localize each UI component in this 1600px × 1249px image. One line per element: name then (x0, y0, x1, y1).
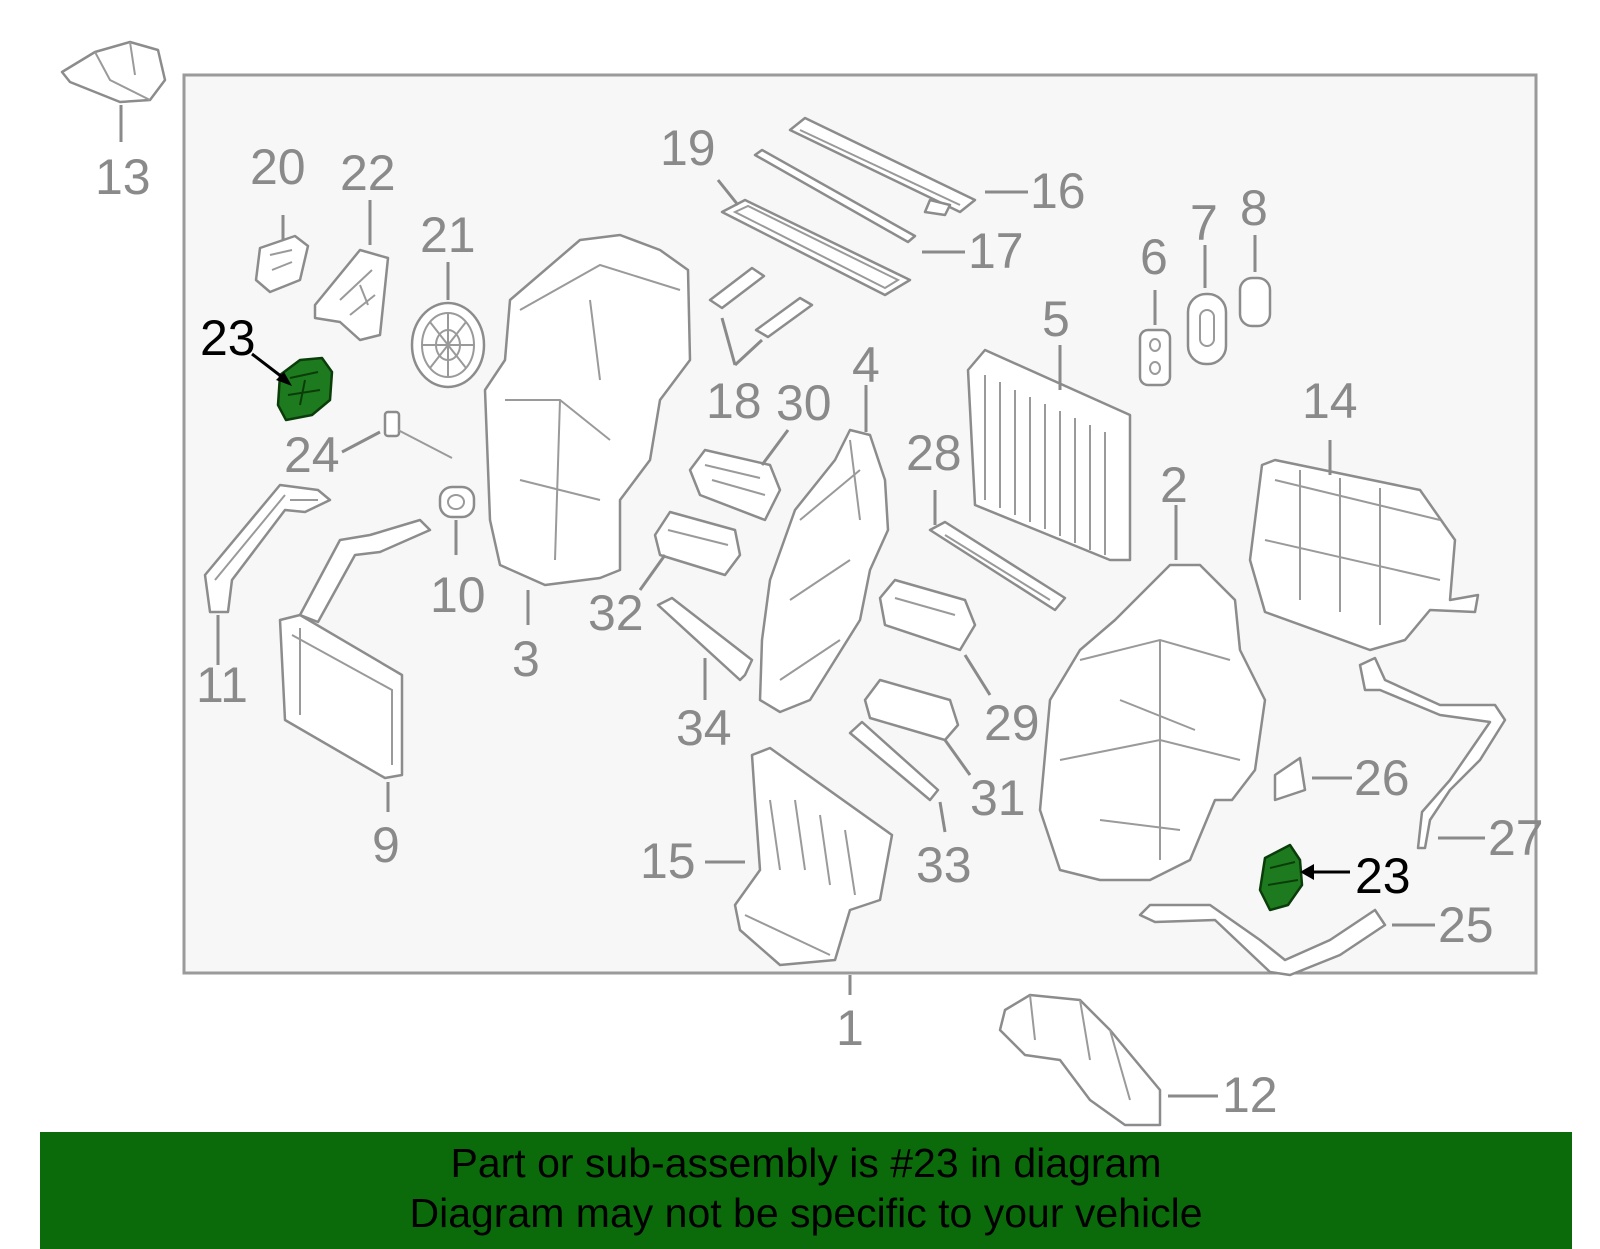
part-25[interactable] (1138, 903, 1387, 977)
callout-17[interactable]: 17 (968, 223, 1024, 279)
part-9[interactable] (278, 518, 432, 780)
part-10[interactable] (438, 485, 476, 519)
part-23-left[interactable] (276, 356, 334, 422)
part-12[interactable] (998, 993, 1162, 1127)
part-32[interactable] (653, 510, 742, 577)
callout-24[interactable]: 24 (284, 427, 340, 483)
callout-7[interactable]: 7 (1190, 195, 1218, 251)
part-15[interactable] (733, 746, 894, 967)
part-24[interactable] (383, 410, 453, 459)
callout-4[interactable]: 4 (852, 337, 880, 393)
callout-19[interactable]: 19 (660, 120, 716, 176)
part-28[interactable] (928, 520, 1067, 612)
part-14[interactable] (1248, 458, 1480, 652)
callout-3[interactable]: 3 (512, 631, 540, 687)
part-29[interactable] (878, 578, 977, 652)
part-4[interactable] (758, 428, 890, 714)
callout-6[interactable]: 6 (1140, 229, 1168, 285)
callout-23-right[interactable]: 23 (1355, 848, 1411, 904)
part-18[interactable] (708, 266, 814, 339)
callout-14[interactable]: 14 (1302, 373, 1358, 429)
callout-1[interactable]: 1 (836, 1000, 864, 1056)
callout-33[interactable]: 33 (916, 837, 972, 893)
callout-5[interactable]: 5 (1042, 291, 1070, 347)
callout-8[interactable]: 8 (1240, 180, 1268, 236)
part-3[interactable] (483, 233, 692, 587)
callout-9[interactable]: 9 (372, 817, 400, 873)
part-2[interactable] (1038, 563, 1267, 882)
callout-31[interactable]: 31 (970, 770, 1026, 826)
part-6[interactable] (1138, 328, 1172, 387)
part-23-right[interactable] (1258, 843, 1304, 912)
callout-16[interactable]: 16 (1030, 163, 1086, 219)
callout-20[interactable]: 20 (250, 139, 306, 195)
callout-30[interactable]: 30 (776, 375, 832, 431)
part-11[interactable] (203, 483, 332, 614)
part-27[interactable] (1358, 656, 1507, 850)
part-8[interactable] (1238, 276, 1272, 328)
callout-28[interactable]: 28 (906, 425, 962, 481)
callout-22[interactable]: 22 (340, 145, 396, 201)
part-33[interactable] (848, 720, 940, 802)
part-30[interactable] (688, 448, 782, 522)
callout-18[interactable]: 18 (706, 373, 762, 429)
callout-34[interactable]: 34 (676, 700, 732, 756)
info-banner: Part or sub-assembly is #23 in diagram D… (40, 1132, 1572, 1249)
part-22[interactable] (313, 248, 390, 342)
callout-29[interactable]: 29 (984, 695, 1040, 751)
callout-15[interactable]: 15 (640, 833, 696, 889)
banner-line-part: Part or sub-assembly is #23 in diagram (450, 1140, 1162, 1186)
part-34[interactable] (656, 596, 754, 682)
part-21[interactable] (410, 301, 486, 389)
part-26[interactable] (1273, 756, 1307, 802)
part-5[interactable] (966, 348, 1132, 562)
callout-2[interactable]: 2 (1160, 457, 1188, 513)
callout-26[interactable]: 26 (1354, 750, 1410, 806)
callout-23-left[interactable]: 23 (200, 310, 256, 366)
part-7[interactable] (1186, 292, 1228, 366)
callout-13[interactable]: 13 (95, 149, 151, 205)
callout-27[interactable]: 27 (1488, 810, 1544, 866)
callout-12[interactable]: 12 (1222, 1067, 1278, 1123)
part-13[interactable] (60, 40, 167, 104)
banner-line-disclaimer: Diagram may not be specific to your vehi… (409, 1190, 1203, 1236)
callout-32[interactable]: 32 (588, 585, 644, 641)
callout-25[interactable]: 25 (1438, 897, 1494, 953)
callout-10[interactable]: 10 (430, 567, 486, 623)
callout-11[interactable]: 11 (196, 657, 248, 713)
part-16[interactable] (788, 116, 977, 217)
callout-21[interactable]: 21 (420, 207, 476, 263)
part-31[interactable] (863, 678, 960, 742)
part-17[interactable] (753, 148, 917, 244)
part-20[interactable] (254, 234, 310, 294)
